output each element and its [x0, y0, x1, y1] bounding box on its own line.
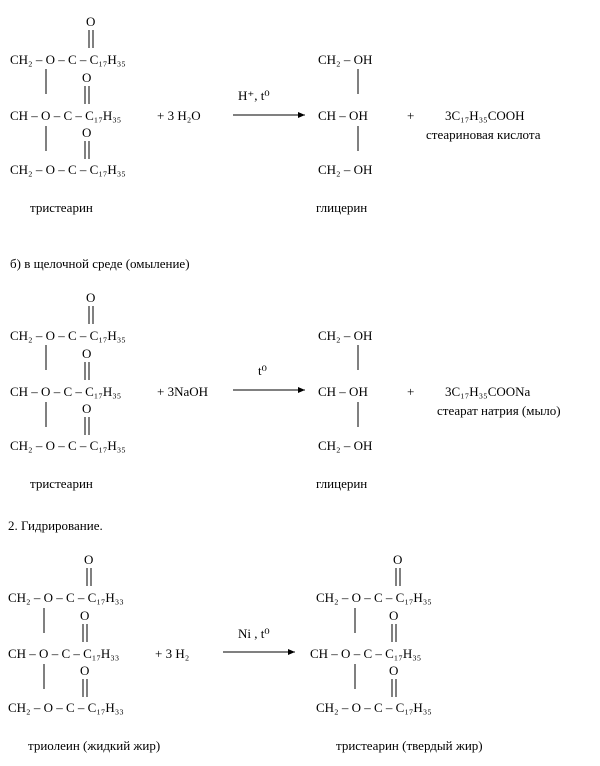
salt-name: стеарат натрия (мыло) [437, 403, 561, 418]
ester-row-3: CH₂ – O – C – C₁₇H₃₅ [10, 438, 126, 453]
reagent: + 3 H₂ [155, 646, 190, 661]
carbonyl-oxygen: O [393, 552, 403, 567]
carbonyl-oxygen: O [389, 608, 399, 623]
ester-name: триолеин (жидкий жир) [28, 738, 161, 753]
carbonyl-oxygen: O [82, 401, 92, 416]
ester-row-1: CH₂ – O – C – C₁₇H₃₅ [10, 52, 126, 67]
carbonyl-oxygen: O [389, 663, 399, 678]
ester-row-1: CH₂ – O – C – C₁₇H₃₅ [10, 328, 126, 343]
glycerol-row-2: CH – OH [318, 384, 368, 399]
ester-row-3: CH₂ – O – C – C₁₇H₃₅ [10, 162, 126, 177]
carbonyl-oxygen: O [82, 70, 92, 85]
carbonyl-oxygen: O [82, 125, 92, 140]
product-name: тристеарин (твердый жир) [336, 738, 483, 753]
carbonyl-oxygen: O [80, 608, 90, 623]
glycerol-row-3: CH₂ – OH [318, 438, 373, 453]
glycerol-name: глицерин [316, 200, 368, 215]
reagent: + 3 H₂O [157, 108, 201, 123]
plus-sign: + [407, 384, 415, 399]
plus-sign: + [407, 108, 415, 123]
product-row-2: CH – O – C – C₁₇H₃₅ [310, 646, 422, 661]
glycerol-row-1: CH₂ – OH [318, 328, 373, 343]
glycerol-name: глицерин [316, 476, 368, 491]
carbonyl-oxygen: O [86, 14, 96, 29]
carbonyl-oxygen: O [82, 346, 92, 361]
reagent: + 3NaOH [157, 384, 209, 399]
acid-name: стеариновая кислота [426, 127, 541, 142]
ester-name: тристеарин [30, 200, 93, 215]
section-heading: б) в щелочной среде (омыление) [10, 256, 190, 271]
reaction-condition: t⁰ [258, 363, 267, 378]
ester-row-2: CH – O – C – C₁₇H₃₅ [10, 108, 122, 123]
glycerol-row-3: CH₂ – OH [318, 162, 373, 177]
acid-formula: 3C₁₇H₃₅COOH [445, 108, 525, 123]
glycerol-row-1: CH₂ – OH [318, 52, 373, 67]
carbonyl-oxygen: O [84, 552, 94, 567]
ester-name: тристеарин [30, 476, 93, 491]
product-row-1: CH₂ – O – C – C₁₇H₃₅ [316, 590, 432, 605]
ester-row-1: CH₂ – O – C – C₁₇H₃₃ [8, 590, 124, 605]
ester-row-2: CH – O – C – C₁₇H₃₅ [10, 384, 122, 399]
glycerol-row-2: CH – OH [318, 108, 368, 123]
reaction-condition: Ni , t⁰ [238, 626, 270, 641]
product-row-3: CH₂ – O – C – C₁₇H₃₅ [316, 700, 432, 715]
section-heading: 2. Гидрирование. [8, 518, 103, 533]
carbonyl-oxygen: O [80, 663, 90, 678]
reaction-condition: H⁺, t⁰ [238, 88, 270, 103]
ester-row-3: CH₂ – O – C – C₁₇H₃₃ [8, 700, 124, 715]
carbonyl-oxygen: O [86, 290, 96, 305]
salt-formula: 3C₁₇H₃₅COONa [445, 384, 531, 399]
ester-row-2: CH – O – C – C₁₇H₃₃ [8, 646, 120, 661]
